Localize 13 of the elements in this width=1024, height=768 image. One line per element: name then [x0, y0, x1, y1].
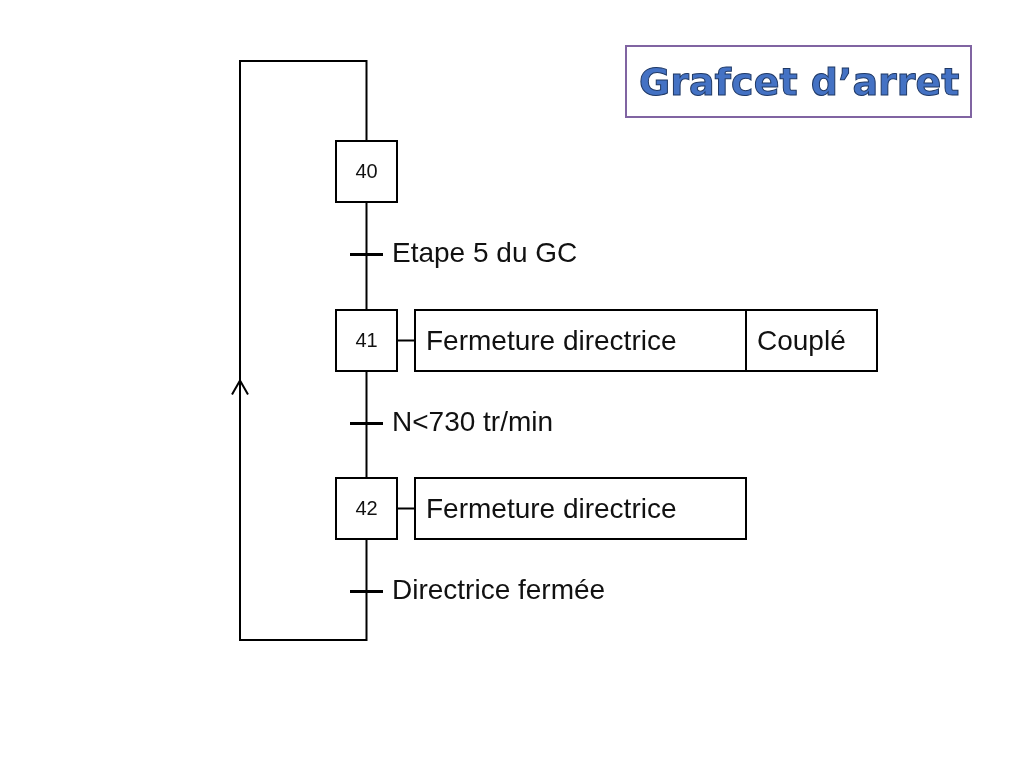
action-box: Fermeture directrice [414, 477, 747, 540]
action-box: Couplé [745, 309, 878, 372]
action-box: Fermeture directrice [414, 309, 747, 372]
title: Grafcet d’arret [625, 45, 972, 118]
step-box: 42 [335, 477, 398, 540]
transition-condition: Etape 5 du GC [392, 238, 578, 267]
transition-condition: Directrice fermée [392, 575, 606, 604]
transition-condition: N<730 tr/min [392, 407, 554, 436]
transition-bar [350, 590, 383, 593]
step-box: 40 [335, 140, 398, 203]
transition-bar [350, 422, 383, 425]
step-box: 41 [335, 309, 398, 372]
transition-bar [350, 253, 383, 256]
